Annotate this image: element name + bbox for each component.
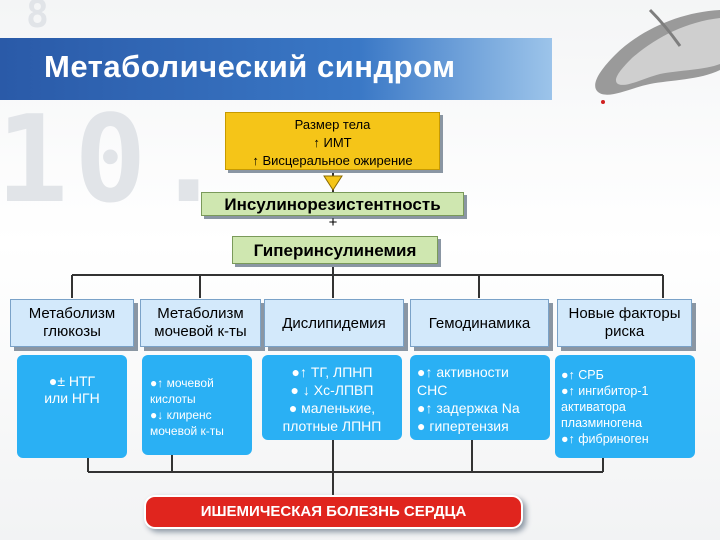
details-glucose-metabolism: ●± НТГ или НГН bbox=[17, 355, 127, 458]
page-title: Метаболический синдром bbox=[44, 49, 456, 84]
detail-line: ●↑ СРБ bbox=[561, 368, 604, 382]
header-line: Гемодинамика bbox=[428, 315, 531, 332]
outcome-box: ИШЕМИЧЕСКАЯ БОЛЕЗНЬ СЕРДЦА bbox=[146, 497, 521, 527]
header-line: риска bbox=[604, 323, 645, 340]
visceral-obesity-line: ↑ Висцеральное ожирение bbox=[252, 153, 413, 168]
background-decoration: 8 10. bbox=[0, 0, 231, 230]
detail-line: мочевой к-ты bbox=[150, 424, 224, 438]
body-size-box: Размер тела ↑ ИМТ ↑ Висцеральное ожирени… bbox=[225, 112, 440, 170]
header-glucose-metabolism: Метаболизм глюкозы bbox=[10, 299, 134, 347]
header-hemodynamics: Гемодинамика bbox=[410, 299, 549, 347]
detail-line: кислоты bbox=[150, 392, 196, 406]
detail-line: ●↑ активности bbox=[417, 364, 509, 380]
details-new-risk-factors: ●↑ СРБ ●↑ ингибитор-1 активатора плазмин… bbox=[555, 355, 695, 458]
header-line: Новые факторы bbox=[568, 305, 681, 322]
body-size-line: Размер тела bbox=[294, 117, 371, 132]
header-dyslipidemia: Дислипидемия bbox=[264, 299, 404, 347]
details-hemodynamics: ●↑ активности СНС ●↑ задержка Na ● гипер… bbox=[410, 355, 550, 440]
header-line: Метаболизм bbox=[28, 305, 116, 322]
details-uric-acid: ●↑ мочевой кислоты ●↓ клиренс мочевой к-… bbox=[142, 355, 252, 455]
detail-line: плазминогена bbox=[561, 416, 643, 430]
detail-line: ●↑ ТГ, ЛПНП bbox=[291, 364, 373, 380]
header-line: мочевой к-ты bbox=[154, 323, 247, 340]
hand-image bbox=[595, 8, 720, 104]
plus-sign: + bbox=[328, 214, 338, 231]
detail-line: ● гипертензия bbox=[417, 418, 509, 434]
detail-line: ●↓ клиренс bbox=[150, 408, 212, 422]
detail-line: ●↑ фибриноген bbox=[561, 432, 649, 446]
detail-line: или НГН bbox=[44, 390, 100, 406]
header-line: Метаболизм bbox=[157, 305, 244, 322]
bg-deco-digits-2: 10. bbox=[0, 91, 231, 230]
hyperinsulinemia-box: Гиперинсулинемия bbox=[232, 236, 438, 264]
bmi-line: ↑ ИМТ bbox=[313, 135, 352, 150]
detail-line: СНС bbox=[417, 382, 448, 398]
detail-line: ● ↓ Хс-ЛПВП bbox=[290, 382, 374, 398]
detail-line: ●↑ ингибитор-1 bbox=[561, 384, 649, 398]
title-bar bbox=[0, 38, 552, 100]
detail-line: ●↑ мочевой bbox=[150, 376, 214, 390]
header-line: Дислипидемия bbox=[282, 315, 386, 332]
detail-line: активатора bbox=[561, 400, 626, 414]
details-dyslipidemia: ●↑ ТГ, ЛПНП ● ↓ Хс-ЛПВП ● маленькие, пло… bbox=[262, 355, 402, 440]
detail-line: ●± НТГ bbox=[48, 373, 96, 389]
header-uric-acid-metabolism: Метаболизм мочевой к-ты bbox=[140, 299, 261, 347]
detail-line: ● маленькие, bbox=[288, 400, 376, 416]
bg-deco-digits-1: 8 bbox=[26, 0, 55, 36]
header-line: глюкозы bbox=[43, 323, 101, 340]
insulin-resistance-box: Инсулинорезистентность bbox=[201, 192, 464, 216]
detail-line: плотные ЛПНП bbox=[282, 418, 382, 434]
header-new-risk-factors: Новые факторы риска bbox=[557, 299, 692, 347]
detail-line: ●↑ задержка Na bbox=[417, 400, 520, 416]
